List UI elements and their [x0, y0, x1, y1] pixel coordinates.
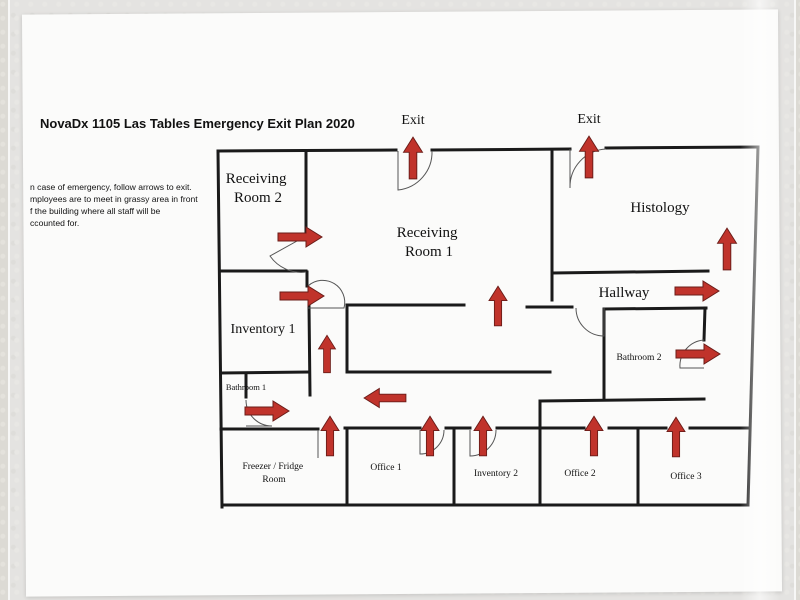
instruction-line: ccounted for. [30, 218, 80, 228]
instruction-line: n case of emergency, follow arrows to ex… [30, 182, 192, 192]
door-arcs [245, 148, 705, 458]
room-label-freezer-fridge-room: Freezer / Fridge Room [242, 462, 305, 485]
evacuation-arrows [244, 135, 737, 458]
arrow-freezer-up [320, 415, 340, 457]
arrow-inventory2-up [473, 415, 493, 457]
door-arc-exit-left [397, 150, 433, 191]
arrow-office3-up [666, 416, 686, 458]
room-label-office-1: Office 1 [370, 462, 401, 473]
door-arc-hallway [575, 307, 605, 337]
wall-histology-bottom [551, 269, 710, 275]
outer-wall-top-middle [430, 147, 572, 152]
room-label-receiving-room-2: Receiving Room 2 [226, 171, 291, 206]
wall-inv1-right-lower [307, 304, 312, 397]
sleeve-glare [740, 0, 780, 600]
emergency-instructions: n case of emergency, follow arrows to ex… [30, 181, 208, 229]
wall-inv1-bottom [219, 370, 310, 375]
room-label-histology: Histology [630, 200, 690, 216]
arrow-inv1-right [279, 285, 325, 307]
room-label-inventory-2: Inventory 2 [474, 469, 518, 479]
door-arc-office-1 [419, 429, 445, 455]
walls [216, 145, 760, 509]
arrow-rr2-right [277, 226, 323, 248]
door-arc-rr2 [269, 235, 307, 273]
outer-wall-left [216, 149, 224, 509]
arrow-rr1-up [488, 285, 508, 327]
exit-arrow-left-up [403, 136, 423, 180]
wall-offices-ledge [538, 397, 706, 403]
room-label-office-3: Office 3 [670, 471, 701, 482]
room-label-office-2: Office 2 [564, 468, 595, 479]
room-label-line: Freezer / Fridge [242, 462, 303, 472]
instruction-line: mployees are to meet in grassy area in f… [30, 194, 198, 204]
room-label-hallway: Hallway [599, 285, 650, 301]
arrow-office2-up [584, 415, 604, 457]
room-label-inventory-1: Inventory 1 [231, 322, 296, 337]
room-label-line: Receiving [397, 225, 458, 241]
arrow-bath2-right [675, 343, 721, 365]
arrow-corridor-left [363, 388, 407, 408]
door-arc-bath1 [245, 399, 273, 427]
room-label-line: Room 1 [405, 244, 453, 260]
room-label-bathroom-2: Bathroom 2 [616, 353, 661, 363]
plan-title: NovaDx 1105 Las Tables Emergency Exit Pl… [40, 116, 355, 131]
room-label-line: Room [262, 475, 286, 485]
arrow-office1-up [420, 415, 440, 457]
arrow-hallway-right [674, 280, 720, 302]
arrow-bath1-right [244, 400, 290, 422]
door-arc-exit-right [569, 148, 607, 189]
room-label-line: Room 2 [234, 190, 282, 206]
arrow-inv1-up [318, 334, 336, 374]
door-arc-inv1 [307, 279, 346, 309]
room-label-receiving-room-1: Receiving Room 1 [397, 225, 462, 260]
exit-label-right: Exit [577, 112, 600, 127]
exit-label-left: Exit [401, 113, 424, 128]
instruction-line: f the building where all staff will be [30, 206, 161, 216]
wall-bath2-top [602, 306, 708, 311]
arrow-histology-up [717, 227, 737, 271]
room-label-bathroom-1: Bathroom 1 [226, 382, 266, 392]
outer-wall-top-right [604, 145, 760, 150]
wall-bath2-right [702, 306, 707, 342]
room-label-line: Receiving [226, 171, 287, 187]
exit-arrow-right-up [579, 135, 599, 179]
